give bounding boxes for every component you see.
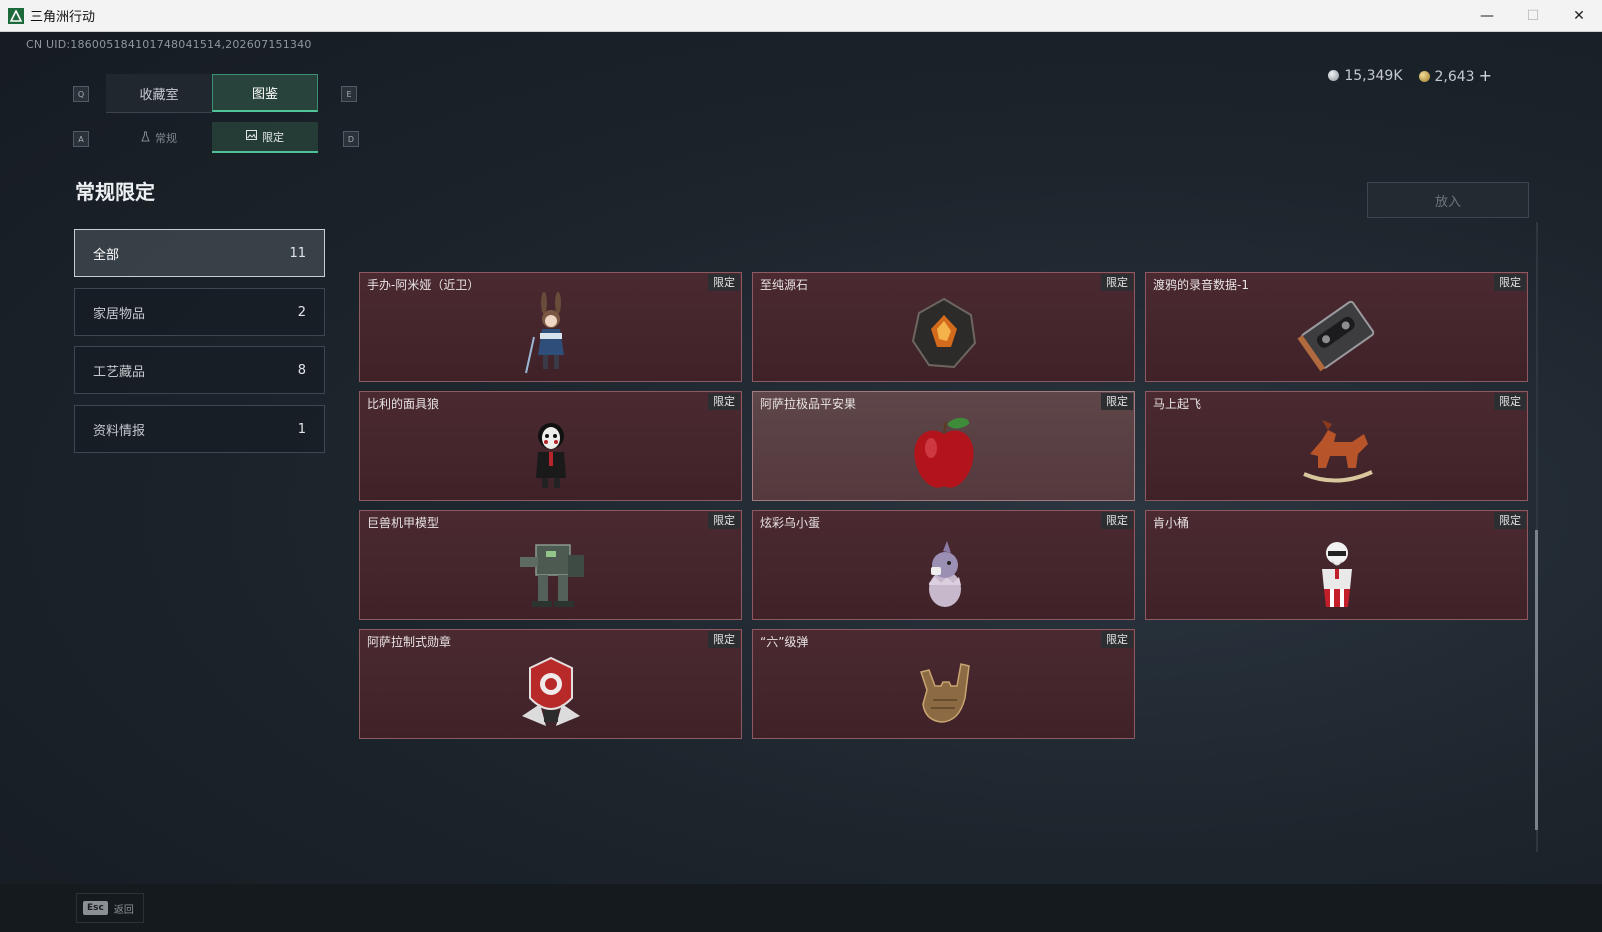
- category-label: 全部: [93, 247, 120, 263]
- limited-badge: 限定: [1101, 631, 1133, 648]
- silver-coin-icon: [1328, 69, 1340, 81]
- rock-hand-gesture-icon: [919, 663, 970, 723]
- item-name: 手办-阿米娅（近卫）: [367, 278, 480, 292]
- category-count: 2: [297, 304, 306, 320]
- silver-amount: 15,349K: [1344, 67, 1403, 84]
- limited-badge: 限定: [1494, 274, 1526, 291]
- section-title: 常规限定: [75, 180, 155, 204]
- app-logo-icon: [8, 7, 24, 24]
- item-card[interactable]: 阿萨拉极品平安果 限定: [752, 391, 1135, 501]
- maximize-button[interactable]: ☐: [1526, 7, 1540, 24]
- limited-badge: 限定: [1101, 393, 1133, 410]
- item-name: 阿萨拉极品平安果: [760, 397, 857, 411]
- limited-badge: 限定: [708, 631, 740, 648]
- currency-bar: 15,349K 2,643+: [1328, 66, 1492, 85]
- item-card[interactable]: 肯小桶 限定: [1145, 510, 1528, 620]
- item-name: 阿萨拉制式勋章: [367, 635, 452, 649]
- put-in-button[interactable]: 放入: [1367, 182, 1529, 218]
- item-name: 巨兽机甲模型: [367, 516, 440, 530]
- flask-icon: [141, 131, 150, 145]
- subtab-regular[interactable]: 常规: [106, 122, 212, 153]
- key-hint-next-tab: E: [341, 86, 357, 102]
- cassette-tape-icon: [1296, 300, 1374, 372]
- item-card[interactable]: 阿萨拉制式勋章 限定: [359, 629, 742, 739]
- category-crafts[interactable]: 工艺藏品 8: [74, 346, 325, 394]
- gold-amount: 2,643: [1434, 69, 1475, 85]
- item-card[interactable]: 渡鸦的录音数据-1 限定: [1145, 272, 1528, 382]
- item-name: 肯小桶: [1153, 516, 1190, 530]
- user-uid: CN UID:1860051841017480415​14,2026071513…: [26, 38, 312, 51]
- category-count: 1: [297, 421, 306, 437]
- category-label: 工艺藏品: [93, 364, 146, 380]
- image-icon: [246, 130, 257, 143]
- item-card[interactable]: “六”级弹 限定: [752, 629, 1135, 739]
- minimize-button[interactable]: —: [1480, 7, 1494, 24]
- category-label: 资料情报: [93, 423, 146, 439]
- mech-model-icon: [519, 544, 584, 607]
- item-card[interactable]: 手办-阿米娅（近卫） 限定: [359, 272, 742, 382]
- key-hint-prev-tab: Q: [73, 86, 89, 102]
- scrollbar-thumb[interactable]: [1535, 530, 1538, 830]
- originium-crystal-icon: [911, 297, 976, 369]
- silver-currency: 15,349K: [1328, 67, 1403, 84]
- category-label: 家居物品: [93, 306, 146, 322]
- item-card[interactable]: 巨兽机甲模型 限定: [359, 510, 742, 620]
- bird-in-egg-icon: [928, 541, 961, 607]
- item-card[interactable]: 至纯源石 限定: [752, 272, 1135, 382]
- figurine-rabbit-girl-icon: [524, 292, 564, 374]
- item-name: 马上起飞: [1153, 397, 1202, 411]
- item-card[interactable]: 比利的面具狼 限定: [359, 391, 742, 501]
- limited-badge: 限定: [708, 393, 740, 410]
- item-name: “六”级弹: [760, 635, 809, 649]
- window-titlebar: 三角洲行动 — ☐ ✕: [0, 0, 1602, 32]
- limited-badge: 限定: [1494, 512, 1526, 529]
- medal-emblem-icon: [521, 656, 580, 726]
- gold-coin-icon: [1418, 71, 1430, 82]
- rocking-horse-icon: [1302, 420, 1373, 483]
- limited-badge: 限定: [1101, 512, 1133, 529]
- key-hint-next-subtab: D: [343, 131, 359, 147]
- subtab-regular-label: 常规: [155, 131, 177, 145]
- item-name: 炫彩乌小蛋: [760, 516, 821, 530]
- category-intel[interactable]: 资料情报 1: [74, 405, 325, 453]
- colonel-bucket-figure-icon: [1321, 542, 1352, 607]
- category-count: 8: [297, 362, 306, 378]
- sub-tabs: 常规 限定: [106, 122, 318, 153]
- category-all[interactable]: 全部 11: [74, 229, 325, 277]
- limited-badge: 限定: [708, 512, 740, 529]
- item-name: 至纯源石: [760, 278, 809, 292]
- item-grid: 手办-阿米娅（近卫） 限定 至纯源石 限定 渡鸦的录音数据-1 限定: [359, 272, 1528, 739]
- main-tabs: 收藏室 图鉴: [106, 74, 318, 113]
- item-name: 渡鸦的录音数据-1: [1153, 278, 1249, 292]
- key-hint-prev-subtab: A: [73, 131, 89, 147]
- tab-collection-room[interactable]: 收藏室: [106, 74, 212, 113]
- category-count: 11: [289, 245, 306, 261]
- item-card[interactable]: 炫彩乌小蛋 限定: [752, 510, 1135, 620]
- limited-badge: 限定: [708, 274, 740, 291]
- limited-badge: 限定: [1494, 393, 1526, 410]
- add-currency-button[interactable]: +: [1478, 66, 1492, 85]
- esc-key-hint: Esc: [83, 901, 108, 915]
- close-button[interactable]: ✕: [1573, 7, 1585, 24]
- bottom-bar: [0, 884, 1602, 932]
- item-name: 比利的面具狼: [367, 397, 440, 411]
- category-home-items[interactable]: 家居物品 2: [74, 288, 325, 336]
- back-button[interactable]: Esc 返回: [76, 893, 144, 923]
- item-card[interactable]: 马上起飞 限定: [1145, 391, 1528, 501]
- window-title: 三角洲行动: [30, 10, 96, 25]
- limited-badge: 限定: [1101, 274, 1133, 291]
- subtab-limited-label: 限定: [262, 130, 284, 144]
- subtab-limited[interactable]: 限定: [212, 122, 318, 153]
- red-apple-icon: [913, 417, 974, 488]
- puppet-mask-doll-icon: [535, 423, 566, 488]
- gold-currency: 2,643+: [1418, 66, 1492, 85]
- back-label: 返回: [113, 904, 134, 916]
- tab-codex[interactable]: 图鉴: [212, 74, 318, 112]
